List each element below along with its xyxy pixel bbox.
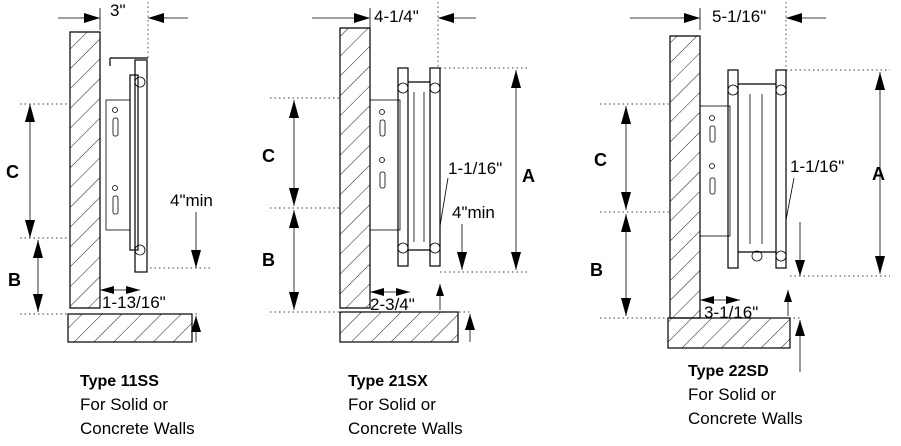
dimension-label: 1-1/16" [790,157,844,176]
dimension-label: 5-1/16" [712,7,766,26]
dimension-label: 2-3/4" [370,295,415,314]
dimension-offset: 2-3/4" [370,284,444,314]
dimension-clearance: 4"min [452,203,495,342]
radiator-panel [369,67,441,267]
caption-line: For Solid or [348,395,436,414]
caption-line: For Solid or [688,385,776,404]
dimension-width: 5-1/16" [630,7,826,30]
caption: Type 21SX For Solid or Concrete Walls [348,373,463,438]
diagram-type-21sx: 4-1/4" C B A 1-1/16" 4"min [262,2,535,438]
floor-section [667,317,791,349]
caption: Type 11SS For Solid or Concrete Walls [80,373,195,438]
caption-line: For Solid or [80,395,168,414]
dimension-offset: 3-1/16" [700,290,805,372]
caption-line: Concrete Walls [688,409,803,428]
type-name: Type 21SX [348,373,428,390]
label-b: B [262,250,275,270]
label-c: C [262,146,275,166]
diagram-type-11ss: 3" C B 4"min 1-13/16" [6,1,213,438]
dimension-b: B [590,214,631,316]
label-a: A [522,166,535,186]
floor-section [67,313,193,343]
label-a: A [872,164,885,184]
dimension-clearance: 4"min [170,191,213,342]
diagram-type-22sd: 5-1/16" C B A 1-1/16" [590,2,890,428]
type-name: Type 22SD [688,363,769,380]
label-b: B [590,260,603,280]
dimension-width: 4-1/4" [312,7,476,30]
label-c: C [6,162,19,182]
radiator-panel [105,57,148,273]
dimension-label: 4"min [170,191,213,210]
dimension-b: B [262,210,299,310]
caption-line: Concrete Walls [348,419,463,438]
wall-section [339,27,371,309]
dimension-panel-depth: 1-1/16" [785,157,844,276]
wall-section [669,35,701,319]
floor-section [339,311,459,343]
dimension-a: A [872,72,885,274]
type-name: Type 11SS [80,373,159,390]
dimension-a: A [511,70,535,270]
dimension-label: 3" [110,1,126,20]
dimension-label: 1-1/16" [448,159,502,178]
dimension-b: B [8,240,43,312]
dimension-width: 3" [58,1,188,30]
dimension-label: 3-1/16" [704,303,758,322]
caption: Type 22SD For Solid or Concrete Walls [688,363,803,428]
caption-line: Concrete Walls [80,419,195,438]
radiator-panel [699,69,787,269]
dimension-c: C [6,104,35,238]
dimension-offset: 1-13/16" [100,286,166,312]
dimension-panel-depth: 1-1/16" [439,159,502,234]
label-b: B [8,270,21,290]
dimension-label: 4"min [452,203,495,222]
dimension-label: 1-13/16" [102,293,166,312]
dimension-c: C [262,100,299,206]
wall-section [69,31,101,309]
label-c: C [594,150,607,170]
dimension-label: 4-1/4" [374,7,419,26]
dimension-c: C [594,106,631,210]
